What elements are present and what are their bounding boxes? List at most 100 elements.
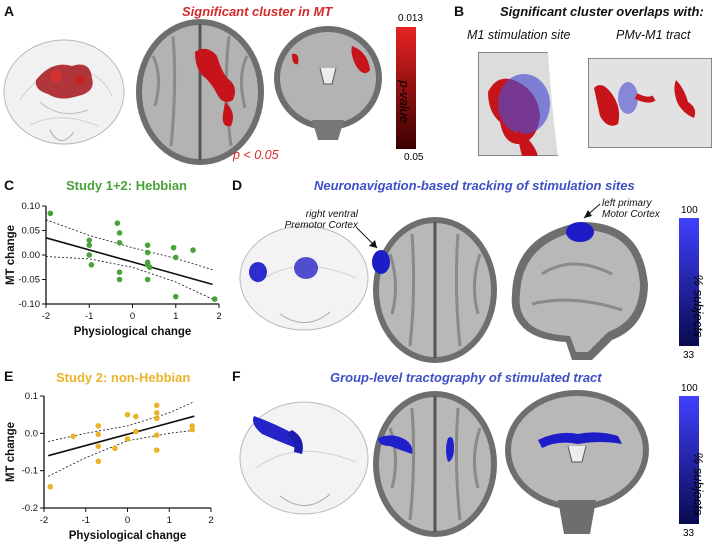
- data-point: [147, 264, 153, 271]
- data-point: [153, 447, 160, 453]
- annotation-m1-line2: Motor Cortex: [602, 209, 660, 220]
- data-point: [86, 237, 93, 244]
- regression-line: [45, 237, 213, 286]
- sagittal-slice-d: [511, 222, 648, 360]
- y-tick-label: 0.05: [22, 226, 41, 237]
- colorbar-f-top: 100: [681, 383, 698, 394]
- x-tick-label: -2: [40, 515, 48, 526]
- overlap-m1-image: [478, 52, 570, 156]
- y-tick-label: 0.0: [25, 428, 38, 439]
- glass-brain-d: [239, 225, 369, 331]
- data-point: [95, 458, 102, 465]
- y-tick-label: -0.05: [18, 275, 40, 286]
- data-point: [47, 210, 54, 217]
- colorbar-a-label: p-value: [397, 80, 412, 124]
- panel-d-label: D: [232, 177, 243, 193]
- colorbar-d-top: 100: [681, 205, 698, 216]
- data-point: [47, 483, 54, 490]
- colorbar-d-label: % subjects: [691, 274, 706, 338]
- x-tick-label: 1: [173, 311, 178, 322]
- data-point: [116, 230, 123, 236]
- y-tick-label: -0.1: [22, 466, 38, 477]
- coronal-slice-a: [274, 26, 382, 140]
- colorbar-f-label: % subjects: [691, 452, 706, 516]
- data-point: [95, 423, 102, 429]
- panel-a-title: Significant cluster in MT: [182, 4, 333, 19]
- glass-brain-a: [3, 39, 125, 145]
- annotation-pmv-line2: Premotor Cortex: [284, 220, 358, 231]
- x-tick-label: 0: [125, 515, 130, 526]
- data-point: [124, 436, 131, 442]
- panel-f-title: Group-level tractography of stimulated t…: [330, 370, 602, 385]
- annotation-pmv-line1: right ventral: [305, 209, 358, 220]
- panel-b-left-caption: M1 stimulation site: [467, 28, 571, 42]
- data-point: [88, 262, 95, 268]
- y-axis-label: MT change: [5, 422, 17, 482]
- colorbar-f-bottom: 33: [683, 528, 695, 539]
- glass-brain-f: [239, 401, 369, 515]
- data-point: [86, 242, 93, 248]
- arrow-pmv: [356, 227, 378, 249]
- colorbar-d: [679, 218, 699, 346]
- regression-line: [47, 415, 195, 457]
- data-point: [172, 293, 179, 300]
- y-tick-label: -0.10: [18, 299, 40, 310]
- ci-upper-line: [45, 219, 213, 271]
- data-point: [144, 249, 151, 256]
- p-value-threshold: p < 0.05: [233, 148, 279, 162]
- colorbar-f: [679, 396, 699, 524]
- x-axis-label: Physiological change: [74, 326, 192, 338]
- colorbar-d-bottom: 33: [683, 350, 695, 361]
- annotation-pmv: right ventral Premotor Cortex: [284, 209, 358, 231]
- arrow-m1: [583, 203, 601, 219]
- colorbar-a-bottom: 0.05: [404, 152, 424, 163]
- data-point: [144, 276, 151, 283]
- data-point: [116, 269, 123, 275]
- data-point: [153, 402, 160, 409]
- coronal-slice-f: [505, 390, 649, 534]
- x-tick-label: -1: [85, 311, 93, 322]
- x-tick-label: 1: [167, 515, 172, 526]
- data-point: [133, 428, 139, 435]
- panel-c-label: C: [4, 177, 15, 193]
- data-point: [95, 443, 102, 450]
- x-axis-label: Physiological change: [69, 530, 187, 542]
- data-point: [124, 411, 131, 418]
- x-tick-label: 2: [208, 515, 213, 526]
- data-point: [86, 252, 93, 258]
- ci-lower-line: [45, 256, 213, 300]
- data-point: [170, 244, 177, 251]
- data-point: [112, 445, 118, 452]
- axial-slice-f: [373, 391, 497, 537]
- data-point: [172, 254, 179, 261]
- ci-lower-line: [48, 429, 195, 477]
- data-point: [133, 413, 139, 420]
- axial-slice-a: [136, 19, 264, 165]
- panel-f-label: F: [232, 368, 241, 384]
- panel-b-label: B: [454, 3, 465, 19]
- data-point: [189, 426, 196, 433]
- p-value-text: p < 0.05: [233, 148, 279, 162]
- data-point: [153, 432, 160, 438]
- x-tick-label: 0: [130, 311, 135, 322]
- panel-d-title: Neuronavigation-based tracking of stimul…: [314, 178, 635, 193]
- data-point: [116, 239, 123, 246]
- panel-c-title: Study 1+2: Hebbian: [66, 178, 187, 193]
- y-tick-label: 0.1: [25, 391, 38, 402]
- x-tick-label: -1: [82, 515, 90, 526]
- y-axis-label: MT change: [5, 225, 17, 285]
- data-point: [114, 220, 121, 226]
- y-tick-label: 0.10: [22, 201, 41, 212]
- axial-slice-d: [372, 217, 497, 363]
- panel-a-label: A: [4, 3, 15, 19]
- annotation-m1: left primary Motor Cortex: [602, 198, 660, 220]
- x-tick-label: -2: [42, 311, 50, 322]
- y-tick-label: -0.2: [22, 503, 38, 514]
- annotation-m1-line1: left primary: [602, 198, 652, 209]
- data-point: [95, 431, 102, 438]
- colorbar-a: [396, 27, 416, 149]
- panel-e-title: Study 2: non-Hebbian: [56, 370, 191, 385]
- data-point: [70, 433, 77, 440]
